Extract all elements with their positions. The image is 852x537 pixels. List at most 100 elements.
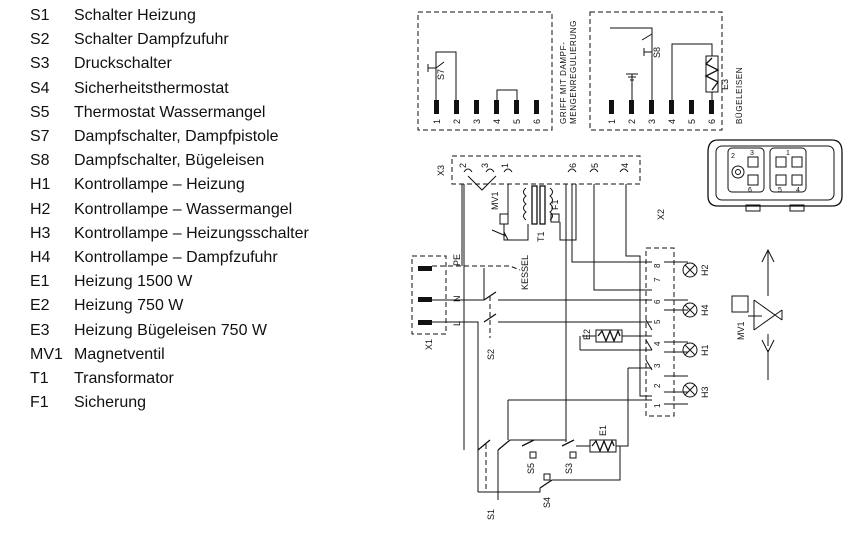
pin (454, 100, 459, 114)
transformer-area: T1 F1 MV1 (490, 184, 577, 242)
s4-symbol (543, 473, 551, 481)
wire (625, 184, 652, 397)
x3-pin: 4 (620, 163, 630, 168)
connector-number: 3 (750, 150, 754, 157)
pin-number: 3 (472, 119, 482, 124)
iron-connector-box: BÜGELEISEN S8 E3 1 2 3 4 5 6 (589, 11, 744, 131)
x2-pin: 4 (653, 341, 662, 346)
mv1-valve (491, 229, 509, 241)
s1-label: S1 (486, 509, 496, 520)
bridge-4-5 (496, 89, 518, 100)
legend-code: T1 (30, 369, 49, 387)
mv1-coil (499, 213, 509, 225)
t1-core-2 (539, 185, 546, 225)
grip-connector-box: GRIFF MIT DAMPF- MENGENREGULIERUNG S7 1 … (417, 11, 578, 131)
x2-pin: 2 (653, 383, 662, 388)
mv1-label: MV1 (490, 191, 500, 210)
legend-row: H3 Kontrollampe – Heizungsschalter (30, 222, 370, 246)
x1-pin-label: N (452, 296, 462, 303)
s8-wire (610, 27, 653, 100)
pin-number: 6 (707, 119, 717, 124)
connector-number: 6 (748, 187, 752, 194)
indicator-lamps: H2 H4 H1 H3 (682, 262, 710, 398)
e2-zigzag (597, 329, 621, 343)
pin (609, 100, 614, 114)
connector-number: 1 (786, 150, 790, 157)
t1-core (531, 185, 538, 225)
wire (579, 336, 652, 351)
x3-pin: 6 (568, 163, 578, 168)
h1-lamp: H1 (682, 342, 710, 358)
x3-pin: 5 (590, 163, 600, 168)
legend-code: S2 (30, 31, 50, 49)
s4-contact (539, 479, 553, 489)
pin (534, 100, 539, 114)
pin-number: 3 (647, 119, 657, 124)
legend-desc: Thermostat Wassermangel (74, 103, 266, 121)
legend-code: H3 (30, 224, 51, 242)
s1-to-s4 (478, 488, 541, 493)
connector-number: 5 (778, 187, 782, 194)
kessel-label: KESSEL (520, 255, 530, 290)
wire (593, 184, 652, 291)
x1-connector: X1 PE N L (411, 254, 485, 450)
legend-desc: Heizung 750 W (74, 297, 184, 315)
legend-desc: Transformator (74, 369, 174, 387)
x1-label: X1 (424, 339, 434, 350)
connector-number: 4 (796, 187, 800, 194)
pin (474, 100, 479, 114)
x1-pin-label: L (452, 321, 462, 326)
iron-box-label: BÜGELEISEN (735, 67, 744, 124)
x2-pin: 5 (653, 319, 662, 324)
s3-symbol (569, 451, 577, 459)
s2-label: S2 (486, 349, 496, 360)
legend-desc: Kontrollampe – Dampfzufuhr (74, 248, 278, 266)
h1-label: H1 (700, 344, 710, 356)
pin-number: 2 (627, 119, 637, 124)
x2-connector: X2 8 7 6 5 4 3 2 1 (645, 209, 688, 417)
mv1-valve-symbol: MV1 (731, 248, 783, 380)
f1-label: F1 (550, 199, 560, 210)
x2-pin: 1 (653, 403, 662, 408)
legend-desc: Dampfschalter, Bügeleisen (74, 152, 265, 170)
legend-desc: Kontrollampe – Wassermangel (74, 200, 293, 218)
pin (649, 100, 654, 114)
e1-zigzag (591, 439, 615, 453)
wire-crossings (645, 319, 653, 371)
x2-label: X2 (656, 209, 666, 220)
x3-pin: 3 (480, 163, 490, 168)
mains-wiring (432, 268, 485, 450)
s2-outputs (498, 299, 652, 323)
h2-lamp: H2 (682, 262, 710, 278)
pin-number: 6 (532, 119, 542, 124)
x2-pin: 3 (653, 363, 662, 368)
pin (669, 100, 674, 114)
legend-desc: Druckschalter (74, 55, 172, 73)
h3-lamp: H3 (682, 382, 710, 398)
legend-desc: Sicherung (74, 394, 147, 412)
x2-pin: 8 (653, 263, 662, 268)
legend-desc: Kontrollampe – Heizungsschalter (74, 224, 309, 242)
s2-switch: S2 (483, 291, 652, 360)
pin (629, 100, 634, 114)
x2-pin: 7 (653, 277, 662, 282)
s5-contact (521, 439, 535, 447)
kessel: KESSEL (432, 184, 530, 290)
legend-code: E3 (30, 321, 50, 339)
s7-wire (435, 51, 457, 100)
h2-label: H2 (700, 264, 710, 276)
s1-contacts (477, 439, 511, 451)
x3-bridge (467, 175, 497, 191)
h4-lamp: H4 (682, 302, 710, 318)
s8-switch (641, 33, 653, 41)
grip-box-label-2: MENGENREGULIERUNG (569, 20, 578, 124)
